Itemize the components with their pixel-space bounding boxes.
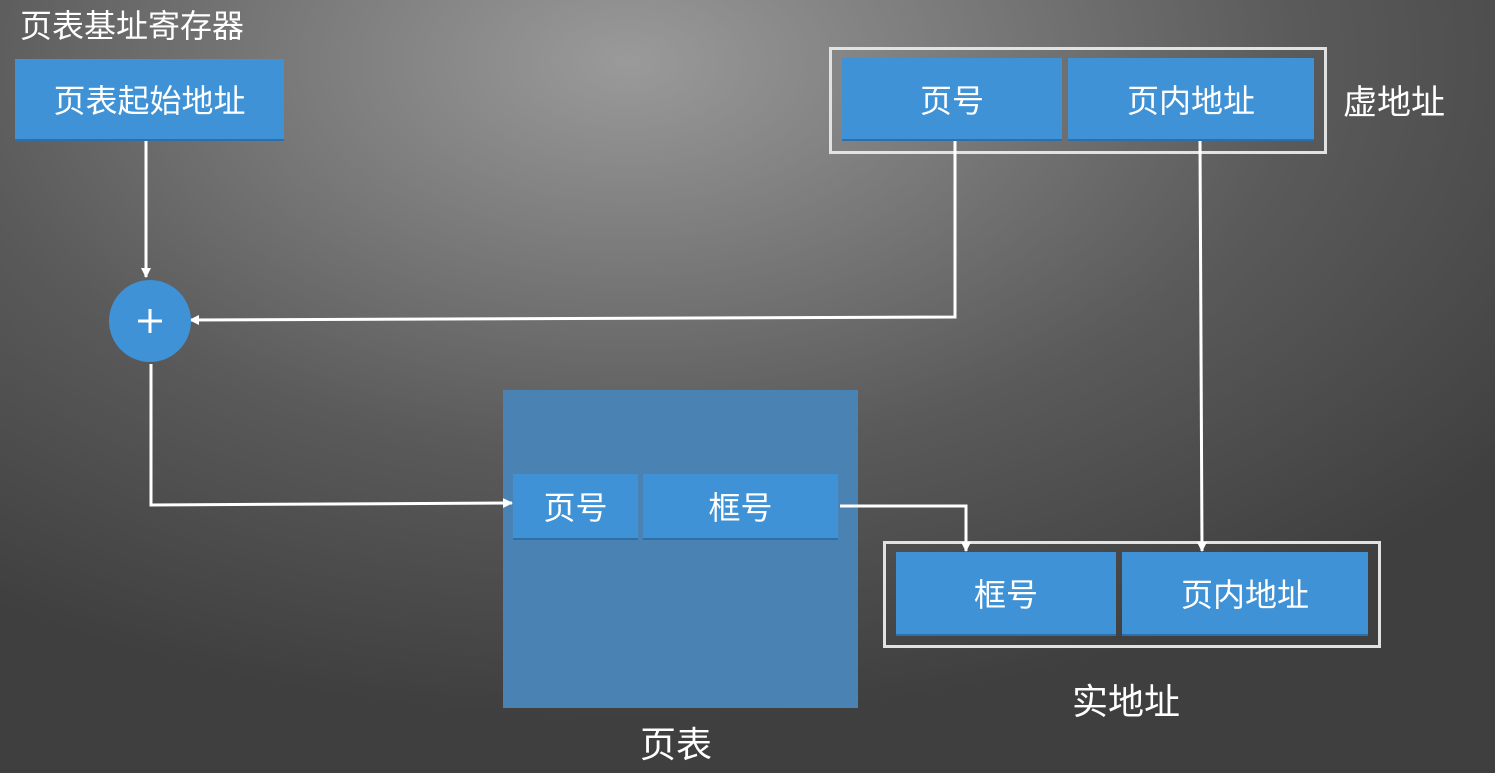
real-page-offset-cell: 页内地址 <box>1122 552 1368 636</box>
frame-to-real-frame-arrow <box>840 504 971 552</box>
page-table-frame-cell: 框号 <box>643 474 838 540</box>
page-number-to-adder-arrow <box>189 141 957 325</box>
register-title: 页表基址寄存器 <box>20 7 245 45</box>
offset-to-real-offset-arrow <box>1196 140 1207 552</box>
page-table-body <box>503 390 858 708</box>
register-start-address-cell: 页表起始地址 <box>15 59 284 141</box>
adder-to-page-table-arrow <box>149 364 513 509</box>
virtual-address-label: 虚地址 <box>1343 83 1445 123</box>
real-frame-number-cell: 框号 <box>896 552 1116 636</box>
page-table-label: 页表 <box>640 725 713 766</box>
real-address-frame <box>883 541 1381 648</box>
virtual-address-frame <box>829 47 1327 154</box>
virtual-page-number-cell: 页号 <box>842 58 1062 141</box>
virtual-page-offset-cell: 页内地址 <box>1068 58 1314 141</box>
real-address-label: 实地址 <box>1072 682 1181 723</box>
adder-circle <box>109 280 191 362</box>
page-table-page-cell: 页号 <box>513 474 638 540</box>
plus-icon <box>135 306 165 336</box>
